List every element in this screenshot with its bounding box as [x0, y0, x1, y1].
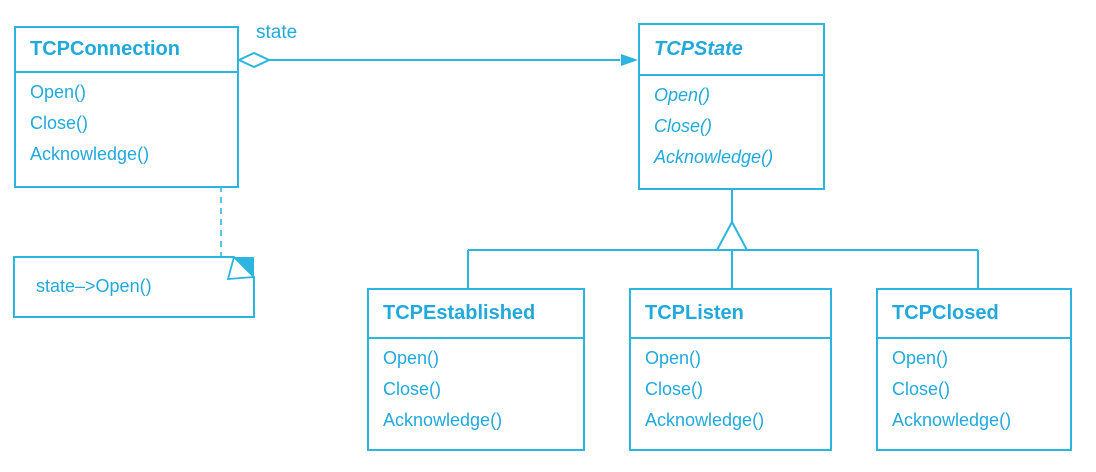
note-box: [13, 256, 255, 318]
operation-acknowledge: Acknowledge(): [383, 410, 503, 430]
tcp-state-class: TCPState Open() Close() Acknowledge(): [638, 23, 825, 190]
operations-list: Open() Close() Acknowledge(): [16, 73, 237, 170]
operation-close: Close(): [383, 379, 442, 399]
operations-list: Open() Close() Acknowledge(): [631, 339, 830, 436]
note-fold: [234, 257, 254, 277]
operation-close: Close(): [892, 379, 951, 399]
operation-open: Open(): [645, 348, 702, 368]
aggregation-diamond: [236, 51, 272, 69]
operation-open: Open(): [892, 348, 949, 368]
tcp-established-class: TCPEstablished Open() Close() Acknowledg…: [367, 288, 585, 451]
class-name: TCPEstablished: [369, 290, 583, 339]
note-fold-edge: [226, 256, 255, 280]
operations-list: Open() Close() Acknowledge(): [640, 76, 823, 173]
operations-list: Open() Close() Acknowledge(): [369, 339, 583, 436]
generalization-triangle: [715, 219, 749, 251]
tcp-closed-class: TCPClosed Open() Close() Acknowledge(): [876, 288, 1072, 451]
operation-close: Close(): [645, 379, 704, 399]
operation-close: Close(): [30, 113, 89, 133]
operation-acknowledge: Acknowledge(): [645, 410, 765, 430]
class-name: TCPState: [640, 25, 823, 76]
operation-close: Close(): [654, 116, 713, 136]
operation-acknowledge: Acknowledge(): [892, 410, 1012, 430]
operation-open: Open(): [654, 85, 711, 105]
operation-acknowledge: Acknowledge(): [30, 144, 150, 164]
operations-list: Open() Close() Acknowledge(): [878, 339, 1070, 436]
class-name: TCPConnection: [16, 28, 237, 73]
tcp-connection-class: TCPConnection Open() Close() Acknowledge…: [14, 26, 239, 188]
tcp-listen-class: TCPListen Open() Close() Acknowledge(): [629, 288, 832, 451]
association-arrowhead: [621, 54, 638, 66]
operation-open: Open(): [30, 82, 87, 102]
operation-acknowledge: Acknowledge(): [654, 147, 774, 167]
note-text: state–>Open(): [36, 276, 152, 296]
association-label: state: [256, 22, 298, 43]
class-name: TCPClosed: [878, 290, 1070, 339]
class-name: TCPListen: [631, 290, 830, 339]
operation-open: Open(): [383, 348, 440, 368]
